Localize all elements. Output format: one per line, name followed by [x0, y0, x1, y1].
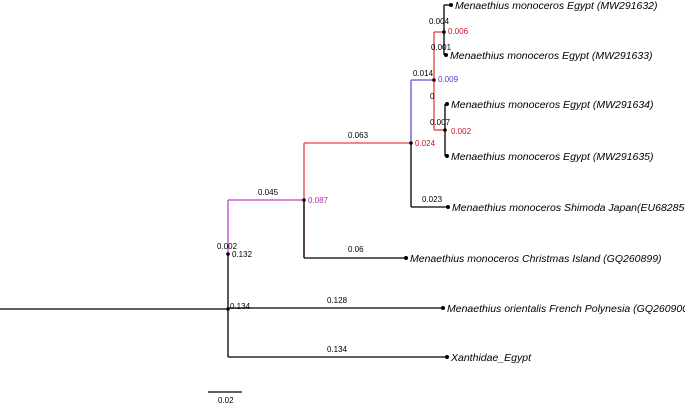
- node-dot: [226, 307, 230, 311]
- branch-length-label: 0.045: [258, 188, 279, 197]
- node-support-label: 0.024: [415, 139, 436, 148]
- tip-dot: [404, 256, 408, 260]
- taxon-label-t8: Xanthidae_Egypt: [450, 352, 532, 364]
- taxon-label-t6: Menaethius monoceros Christmas Island (G…: [410, 253, 662, 265]
- node-dot: [442, 30, 446, 34]
- node-support-label: 0.087: [308, 196, 329, 205]
- taxon-label-t7: Menaethius orientalis French Polynesia (…: [447, 303, 685, 315]
- tip-dot: [445, 355, 449, 359]
- branch-length-label: 0.002: [217, 242, 238, 251]
- branch-length-label: 0.134: [327, 345, 348, 354]
- branch-length-label: 0.007: [430, 118, 451, 127]
- node-support-label: 0.009: [438, 75, 459, 84]
- taxon-label-t5: Menaethius monoceros Shimoda Japan(EU682…: [452, 202, 685, 214]
- tip-dot: [445, 154, 449, 158]
- node-dot: [226, 252, 230, 256]
- branch-length-label: 0.014: [413, 69, 434, 78]
- branch-length-label: 0.023: [422, 195, 443, 204]
- tip-dot: [445, 102, 449, 106]
- tip-dot: [449, 3, 453, 7]
- node-dot: [302, 198, 306, 202]
- taxon-label-t2: Menaethius monoceros Egypt (MW291633): [450, 50, 653, 62]
- branch-length-label: 0.128: [327, 296, 348, 305]
- node-dot: [432, 78, 436, 82]
- branch-length-label: 0: [430, 92, 435, 101]
- tip-dot: [446, 205, 450, 209]
- branch-length-label: 0.063: [348, 131, 369, 140]
- node-support-label: 0.132: [232, 250, 253, 259]
- taxon-label-t3: Menaethius monoceros Egypt (MW291634): [451, 99, 654, 111]
- scale-bar-label: 0.02: [218, 396, 234, 404]
- branch-length-label: 0.001: [431, 43, 452, 52]
- taxon-label-t4: Menaethius monoceros Egypt (MW291635): [451, 151, 654, 163]
- node-support-label: 0.006: [448, 27, 469, 36]
- taxon-label-t1: Menaethius monoceros Egypt (MW291632): [455, 0, 658, 12]
- tip-dot: [444, 53, 448, 57]
- node-support-label: 0.002: [451, 127, 472, 136]
- branch-length-label: 0.06: [348, 245, 364, 254]
- branch-length-label: 0.004: [429, 17, 450, 26]
- node-support-label: 0.134: [230, 302, 251, 311]
- node-dot: [443, 128, 447, 132]
- tip-dot: [441, 306, 445, 310]
- node-dot: [409, 141, 413, 145]
